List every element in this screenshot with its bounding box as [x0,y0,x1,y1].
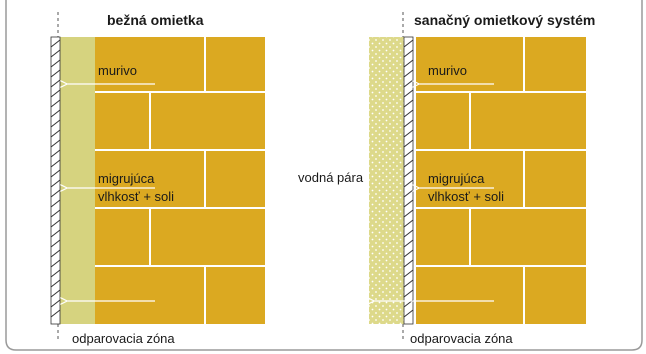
right-label-moisture-line2: vlhkosť + soli [428,189,505,204]
left-panel-title: bežná omietka [107,12,204,28]
left-plaster-zone [60,37,95,324]
right-label-masonry: murivo [428,63,468,78]
left-label-moisture: migrujúca vlhkosť + soli [98,170,174,206]
right-label-moisture: migrujúca vlhkosť + soli [428,170,504,206]
left-hatch-strokes [50,39,61,318]
left-masonry [95,37,265,324]
left-label-moisture-line1: migrujúca [98,171,155,186]
right-panel-title: sanačný omietkový systém [414,12,596,28]
left-label-moisture-line2: vlhkosť + soli [98,189,175,204]
left-diagram [50,12,265,342]
right-masonry [416,37,586,324]
right-diagram [369,12,586,342]
frame-border [5,0,643,351]
right-moisture-arrows [373,84,494,301]
right-hatch-strokes [403,39,414,318]
right-label-vapor: vodná pára [298,170,364,185]
right-sanation-pores [369,37,404,324]
right-label-moisture-line1: migrujúca [428,171,485,186]
left-label-zone: odparovacia zóna [72,331,175,346]
left-label-masonry: murivo [98,63,138,78]
right-label-zone: odparovacia zóna [410,331,513,346]
left-moisture-arrows [66,84,155,301]
